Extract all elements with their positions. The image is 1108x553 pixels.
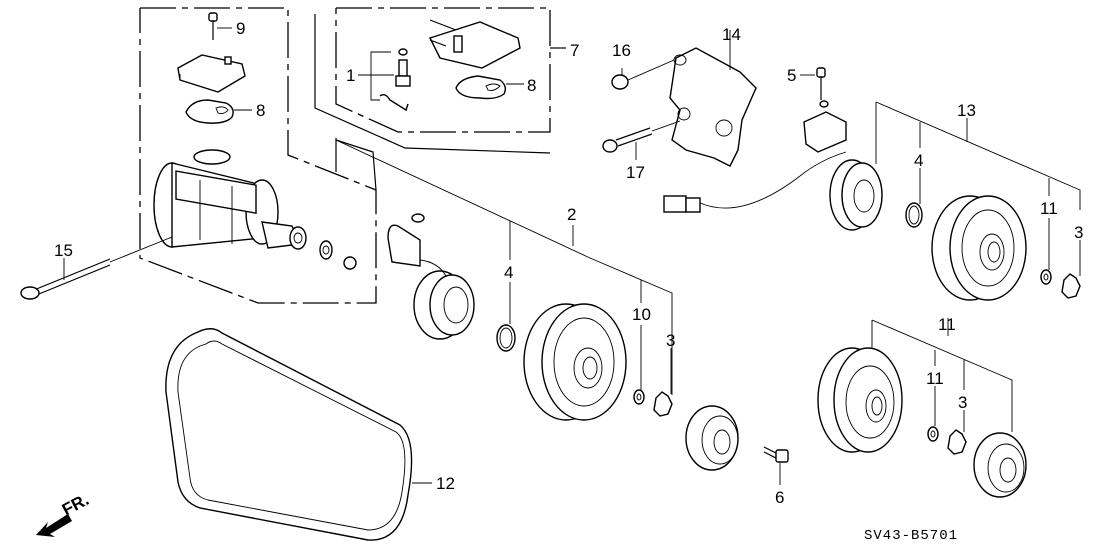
washer-11-bottom [927,426,939,442]
bolt-15 [20,236,173,300]
shim-small [343,256,357,270]
nut-16 [611,59,675,90]
callout-3-bottom[interactable]: 3 [958,393,967,412]
armature-plate-10 [973,432,1027,498]
front-direction-indicator: FR. [36,490,92,537]
compressor-body [153,149,307,250]
callout-12[interactable]: 12 [436,474,455,493]
pulley-13 [931,195,1027,301]
pulley-2 [523,303,627,421]
callout-3[interactable]: 3 [666,331,675,350]
callout-8-left[interactable]: 8 [256,101,265,120]
cover-plate [177,54,246,93]
compressor-group-box [139,7,377,304]
cover-set-group-box [314,7,566,154]
clutch-field-coil-2 [387,213,475,340]
snap-ring-4-top [905,202,923,228]
screw-5 [800,67,829,108]
callout-8-right[interactable]: 8 [527,76,536,95]
callout-13[interactable]: 13 [957,101,976,120]
callout-11-top[interactable]: 11 [1040,199,1058,218]
callout-3-top[interactable]: 3 [1074,223,1083,242]
pulley-set-10-leader [871,318,1013,432]
bracket-14 [669,30,757,167]
washer-11 [633,389,645,405]
callout-5[interactable]: 5 [787,66,796,85]
callout-4-top[interactable]: 4 [914,151,923,170]
bolt-6 [763,446,789,485]
shim-3-top [1061,273,1081,299]
callout-14[interactable]: 14 [722,25,741,44]
front-arrow-icon [36,514,72,537]
callout-2[interactable]: 2 [567,205,576,224]
field-coil-13 [663,111,883,231]
callout-4[interactable]: 4 [504,263,513,282]
relief-valve-1 [358,48,411,112]
callout-9[interactable]: 9 [236,19,245,38]
bolt-17 [602,120,681,160]
shim-3 [653,391,673,417]
callout-6[interactable]: 6 [775,488,784,507]
gasket-8-left [185,99,252,124]
shim-3-bottom [947,429,967,455]
diagram-code: SV43-B5701 [864,528,958,544]
callout-15[interactable]: 15 [54,241,73,260]
callout-11[interactable]: 10 [632,305,651,324]
bolt-9 [208,12,232,40]
pulley-10 [817,347,903,453]
belt-12 [165,328,432,541]
callout-11-bottom[interactable]: 11 [926,369,944,388]
cover-housing-7 [429,19,521,69]
callout-16[interactable]: 16 [612,41,631,60]
callout-10[interactable]: 11 [938,315,956,334]
clutch-set-13-leader [875,101,1081,276]
clutch-set-2-leader [335,139,673,395]
front-label: FR. [59,490,92,520]
snap-ring-4 [496,324,516,352]
callout-17[interactable]: 17 [626,163,645,182]
armature-plate [685,405,739,471]
callout-7[interactable]: 7 [570,41,579,60]
seal-ring [319,240,333,260]
callout-1[interactable]: 1 [346,66,355,85]
washer-11-top [1040,269,1052,285]
gasket-8-right [455,75,524,100]
